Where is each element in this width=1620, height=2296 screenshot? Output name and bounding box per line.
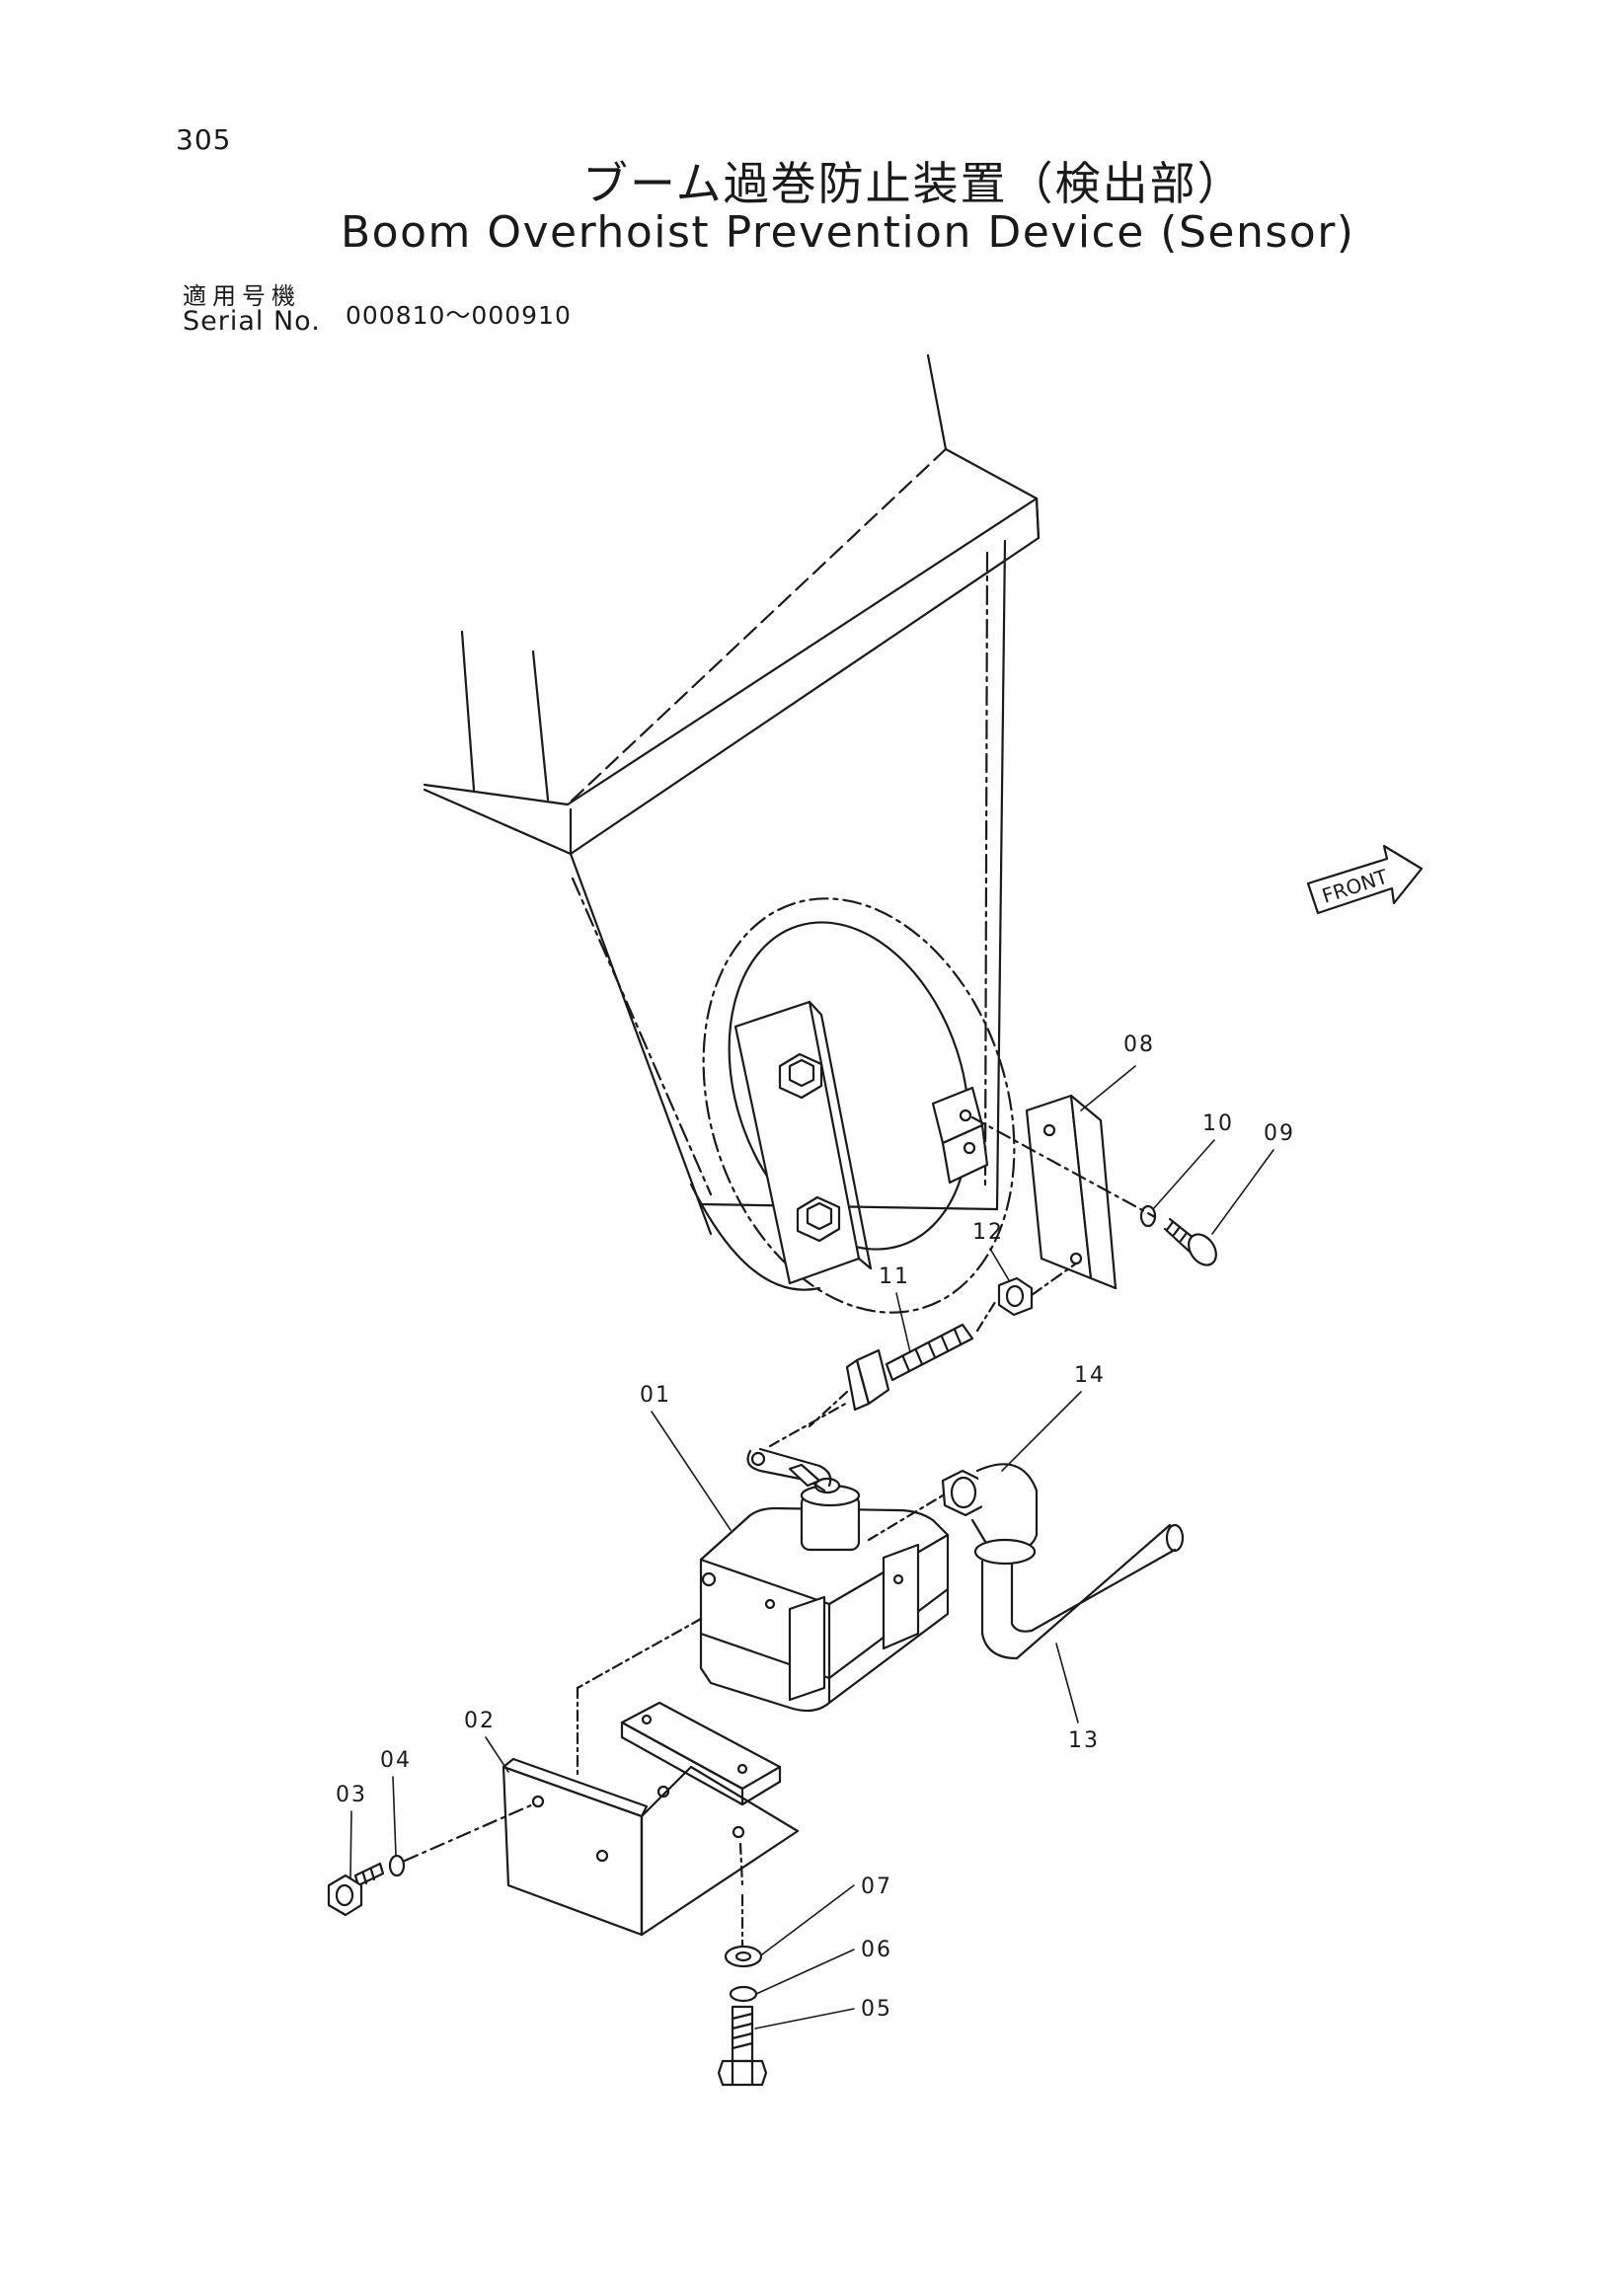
- serial-label-japanese: 適用号機: [183, 282, 301, 310]
- page-number: 305: [176, 123, 232, 156]
- leader-lines: [349, 1065, 1274, 2029]
- front-direction-arrow: [1306, 844, 1424, 915]
- part-label-01: 01: [640, 1383, 671, 1408]
- part-label-04: 04: [380, 1748, 412, 1773]
- part-04-washer: [388, 1802, 535, 1877]
- part-label-02: 02: [464, 1709, 496, 1733]
- part-10-washer: [1139, 1204, 1157, 1228]
- part-label-14: 14: [1074, 1363, 1106, 1388]
- boom-bracket-block: [931, 1086, 989, 1185]
- part-13-pipe: [980, 1523, 1185, 1660]
- part-label-07: 07: [861, 1875, 892, 1899]
- part-07-washer: [724, 1945, 763, 1968]
- part-12-nut: [997, 1262, 1078, 1317]
- part-01-limit-switch: [699, 1400, 950, 1713]
- boom-structure: [423, 353, 1041, 1314]
- serial-label-english: Serial No.: [183, 306, 321, 337]
- title-english: Boom Overhoist Prevention Device (Sensor…: [341, 207, 1355, 258]
- part-label-10: 10: [1202, 1111, 1234, 1136]
- part-label-03: 03: [336, 1783, 367, 1807]
- part-05-bolt: [717, 2005, 768, 2087]
- part-label-12: 12: [972, 1220, 1004, 1245]
- part-label-09: 09: [1264, 1121, 1295, 1146]
- part-06-washer: [729, 1985, 758, 2003]
- part-label-05: 05: [861, 1997, 892, 2022]
- part-label-13: 13: [1068, 1728, 1100, 1753]
- part-09-bolt: [1163, 1217, 1217, 1266]
- part-03-bolt: [327, 1862, 385, 1917]
- part-08-bracket: [970, 1094, 1157, 1290]
- part-02-mounting-bracket: [501, 1617, 800, 1952]
- title-japanese: ブーム過巻防止装置（検出部）: [582, 157, 1245, 210]
- boom-bolt-plate: [733, 1000, 873, 1285]
- serial-range: 000810～000910: [346, 301, 572, 330]
- part-label-08: 08: [1123, 1033, 1155, 1057]
- part-label-06: 06: [861, 1938, 892, 1962]
- part-14-elbow: [867, 1463, 1039, 1566]
- part-11-bolt: [808, 1297, 999, 1428]
- part-label-11: 11: [879, 1264, 910, 1289]
